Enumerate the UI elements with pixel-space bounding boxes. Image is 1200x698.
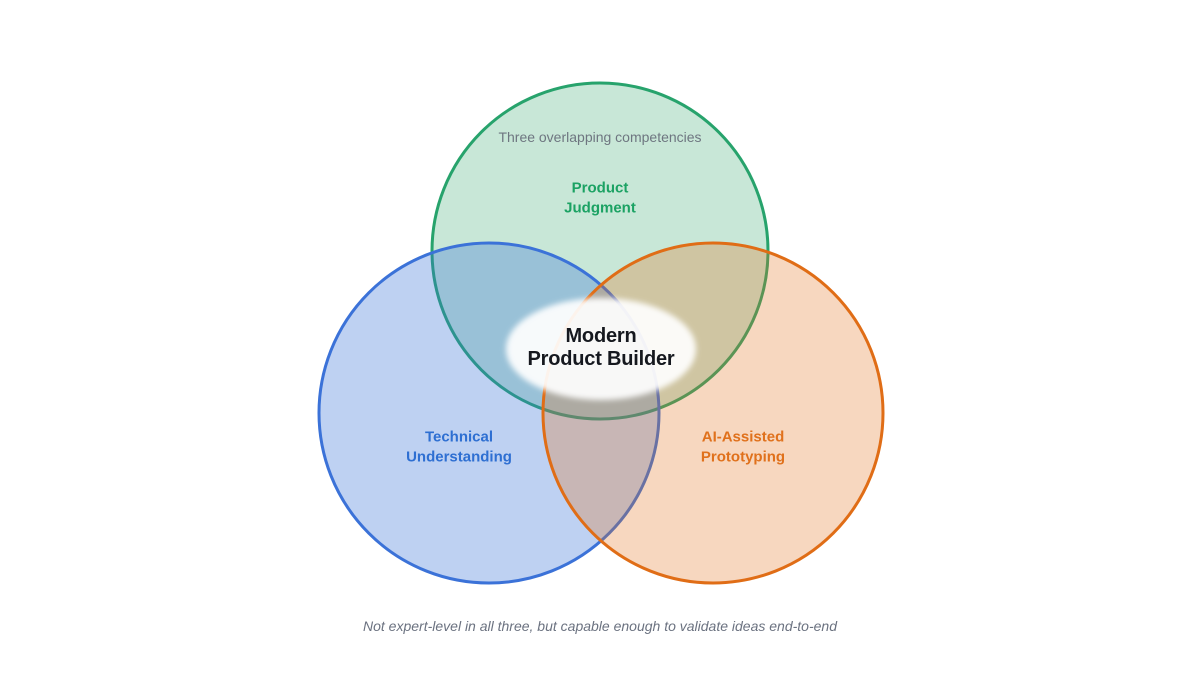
ai-assisted-prototyping-circle <box>541 241 885 585</box>
center-bubble <box>506 298 696 400</box>
